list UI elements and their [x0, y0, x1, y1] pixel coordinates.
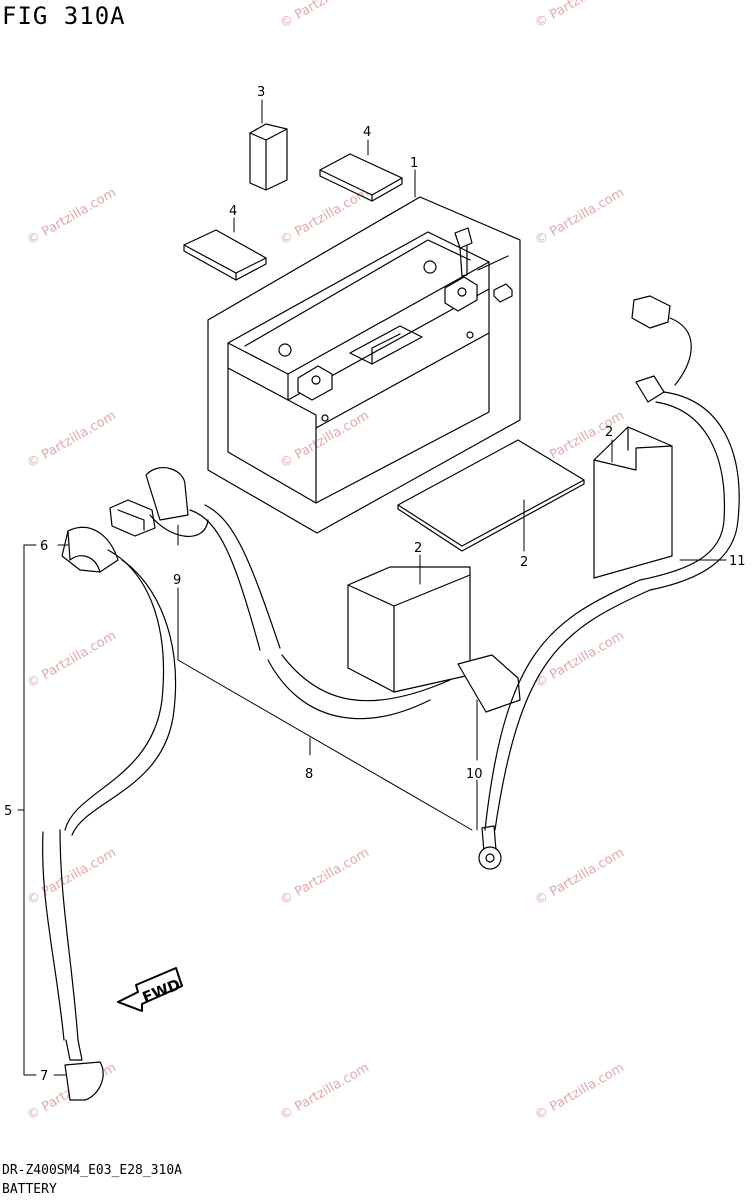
callout-5: 5 [4, 804, 12, 819]
watermark: © Partzilla.com [278, 1060, 372, 1123]
watermark: © Partzilla.com [25, 185, 119, 248]
part-8-cable [189, 504, 521, 720]
figure-code: DR-Z400SM4_E03_E28_310A [2, 1163, 183, 1178]
part-2-pad-flat-edge [397, 479, 585, 552]
leader-lines [17, 99, 727, 1076]
callout-3: 3 [257, 85, 265, 100]
battery-body [227, 227, 513, 504]
callout-2: 2 [605, 425, 613, 440]
forward-arrow: FWD [117, 967, 183, 1012]
callout-2: 2 [520, 555, 528, 570]
callout-8: 8 [305, 767, 313, 782]
part-4-pad-lower [183, 229, 267, 281]
callout-4: 4 [363, 125, 371, 140]
callout-6: 6 [40, 539, 48, 554]
callout-11: 11 [729, 554, 746, 569]
figure-title: FIG 310A [2, 2, 126, 30]
part-2-pad-bent-center [347, 566, 471, 693]
callout-7: 7 [40, 1069, 48, 1084]
callout-4: 4 [229, 204, 237, 219]
watermark: © Partzilla.com [278, 0, 372, 31]
callout-9: 9 [173, 573, 181, 588]
part-9-connector [109, 467, 209, 537]
callout-1: 1 [410, 156, 418, 171]
part-5-cable [42, 526, 177, 1101]
watermark: © Partzilla.com [25, 628, 119, 691]
callout-labels: 1 2 2 2 3 4 4 5 6 7 8 9 10 11 [4, 85, 746, 1084]
callout-10: 10 [466, 767, 483, 782]
watermark: © Partzilla.com [25, 408, 119, 471]
watermark: © Partzilla.com [533, 1060, 627, 1123]
part-1-battery-outline [207, 196, 521, 534]
watermark: © Partzilla.com [533, 185, 627, 248]
watermark: © Partzilla.com [25, 845, 119, 908]
watermark: © Partzilla.com [278, 408, 372, 471]
part-2-pad-bent-right [593, 426, 673, 579]
part-3-block [249, 123, 288, 191]
watermark: © Partzilla.com [533, 0, 627, 31]
watermark: © Partzilla.com [278, 845, 372, 908]
watermark: © Partzilla.com [533, 628, 627, 691]
watermark: © Partzilla.com [533, 845, 627, 908]
callout-2: 2 [414, 541, 422, 556]
part-11-cable [484, 295, 740, 831]
part-10-ring-terminal [478, 825, 502, 870]
part-4-pad-upper [319, 153, 403, 202]
figure-name: BATTERY [2, 1182, 57, 1197]
